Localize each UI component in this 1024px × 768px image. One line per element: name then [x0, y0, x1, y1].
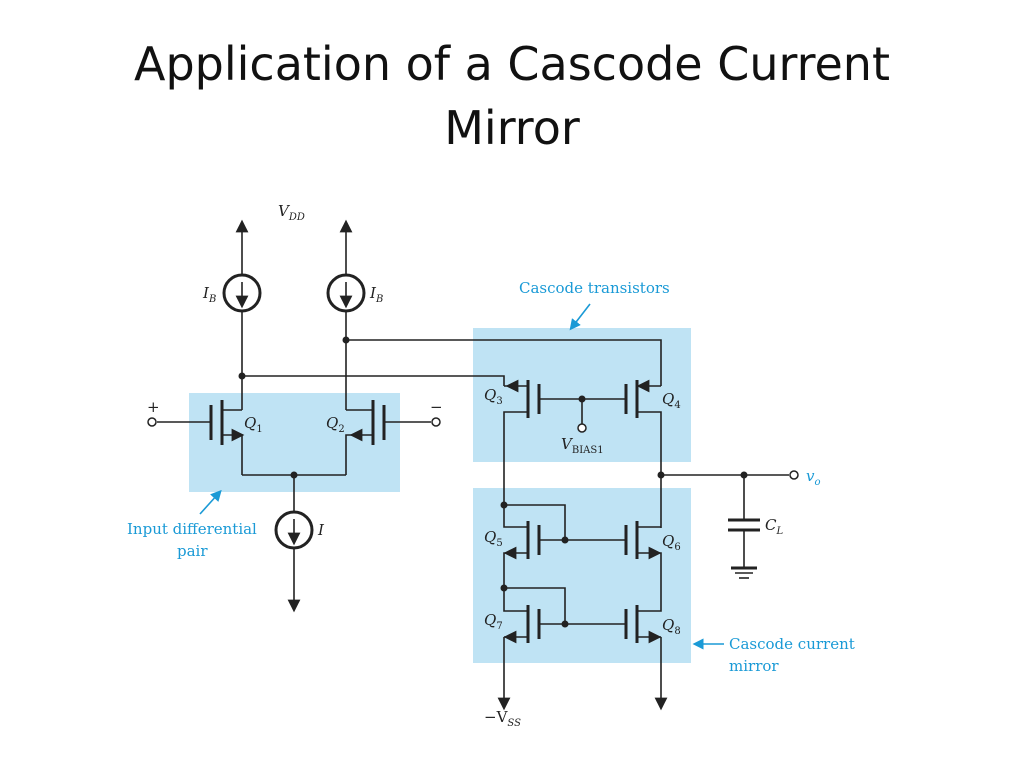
- transistor-q6: [624, 521, 662, 610]
- title-line-2: Mirror: [444, 101, 580, 155]
- transistor-q5: [503, 505, 626, 588]
- q7-label: Q7: [484, 611, 503, 632]
- transistor-q1: [147, 400, 245, 475]
- ib-label-right: IB: [369, 284, 383, 305]
- bias-current-source-left: [222, 273, 262, 313]
- cascode-mirror-annotation-line2: mirror: [729, 657, 779, 675]
- q5-label: Q5: [484, 528, 503, 549]
- junction-dot: [561, 620, 569, 628]
- q1-label: Q1: [244, 414, 263, 435]
- cap-label: CL: [765, 516, 783, 537]
- cascode-transistors-annotation: Cascode transistors: [519, 279, 670, 297]
- slide-title: Application of a Cascode Current Mirror: [0, 32, 1024, 160]
- annotation-arrow-cascode: [569, 303, 591, 331]
- load-capacitor: [728, 475, 760, 579]
- transistor-q4: [624, 379, 662, 528]
- input-plus-label: +: [147, 398, 160, 416]
- bias-current-source-right: [326, 273, 366, 313]
- q2-label: Q2: [326, 414, 345, 435]
- vbias-label: VBIAS1: [561, 435, 604, 456]
- ib-label-left: IB: [202, 284, 216, 305]
- title-line-1: Application of a Cascode Current: [133, 37, 890, 91]
- tail-current-source: [274, 510, 314, 550]
- vdd-label: VDD: [278, 202, 305, 223]
- transistor-q2: [345, 400, 441, 475]
- output-terminal: [789, 470, 799, 480]
- input-pair-annotation-line1: Input differential: [127, 520, 257, 538]
- junction-dot: [561, 536, 569, 544]
- q6-label: Q6: [662, 532, 681, 553]
- q8-label: Q8: [662, 616, 681, 637]
- q4-label: Q4: [662, 390, 681, 411]
- annotation-arrow-input-pair: [199, 489, 222, 515]
- transistor-q8: [624, 605, 662, 644]
- vss-label: −VSS: [484, 708, 521, 729]
- input-pair-annotation-line2: pair: [177, 542, 208, 560]
- transistor-q7: [503, 588, 626, 644]
- output-label: vo: [806, 467, 821, 488]
- tail-current-label: I: [317, 521, 325, 539]
- vbias-terminal: [577, 423, 587, 433]
- cascode-transistors-highlight: [473, 328, 691, 462]
- cascode-mirror-annotation-line1: Cascode current: [729, 635, 855, 653]
- q3-label: Q3: [484, 386, 503, 407]
- input-minus-label: −: [430, 398, 443, 416]
